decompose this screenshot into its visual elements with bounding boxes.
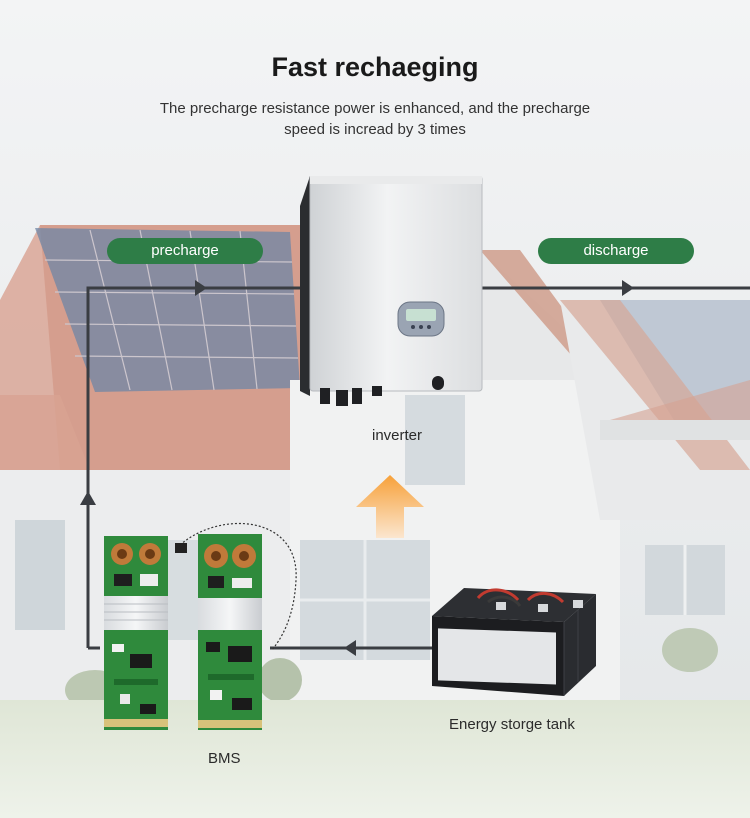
energy-storage-label: Energy storge tank xyxy=(449,716,575,733)
precharge-path xyxy=(86,286,306,648)
page-subtitle: The precharge resistance power is enhanc… xyxy=(159,100,591,138)
arrow-left-battery xyxy=(344,640,356,656)
arrow-right-discharge xyxy=(622,280,634,296)
inverter-label: inverter xyxy=(372,427,423,444)
arrow-up-left xyxy=(80,491,96,505)
battery-icon xyxy=(432,588,596,696)
precharge-label: precharge xyxy=(107,238,263,264)
bms-label: BMS xyxy=(208,750,241,767)
discharge-label: discharge xyxy=(538,238,694,264)
page-title: Fast rechaeging xyxy=(271,52,479,82)
circuit-board-icon xyxy=(104,534,262,730)
inverter-icon xyxy=(300,176,483,406)
up-arrow-icon xyxy=(356,475,424,538)
arrow-right-precharge xyxy=(195,280,207,296)
